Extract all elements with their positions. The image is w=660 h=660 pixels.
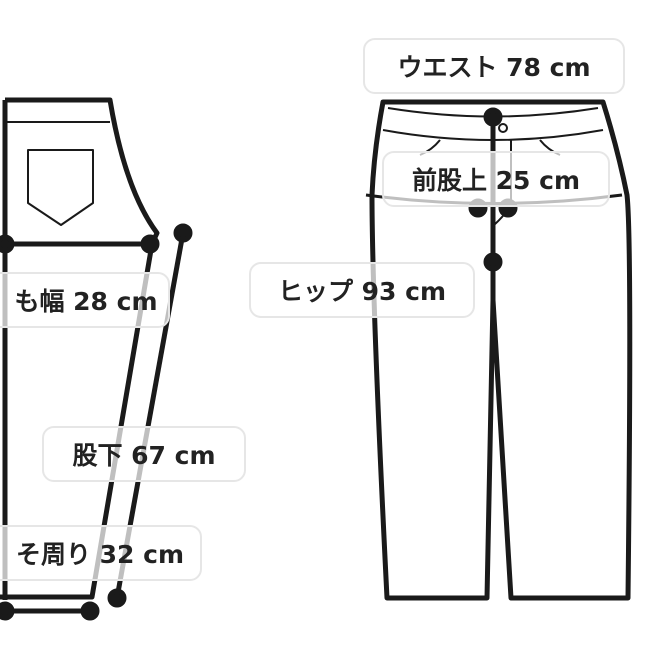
hem-label: そ周り 32 cm (0, 525, 202, 581)
back-pocket (27, 149, 94, 226)
measure-dot (483, 252, 503, 272)
button-icon (498, 123, 508, 133)
front-rise-label: 前股上 25 cm (382, 151, 610, 207)
waist-label: ウエスト 78 cm (363, 38, 625, 94)
thigh-label: も幅 28 cm (0, 272, 170, 328)
inseam-label: 股下 67 cm (42, 426, 246, 482)
measure-dot (107, 588, 127, 608)
measure-dot (140, 234, 160, 254)
measure-dot (483, 107, 503, 127)
measure-dot (0, 234, 15, 254)
hip-label: ヒップ 93 cm (249, 262, 475, 318)
back-pants-outline (0, 97, 160, 600)
measure-dot (80, 601, 100, 621)
measure-dot (173, 223, 193, 243)
measure-dot (0, 601, 15, 621)
